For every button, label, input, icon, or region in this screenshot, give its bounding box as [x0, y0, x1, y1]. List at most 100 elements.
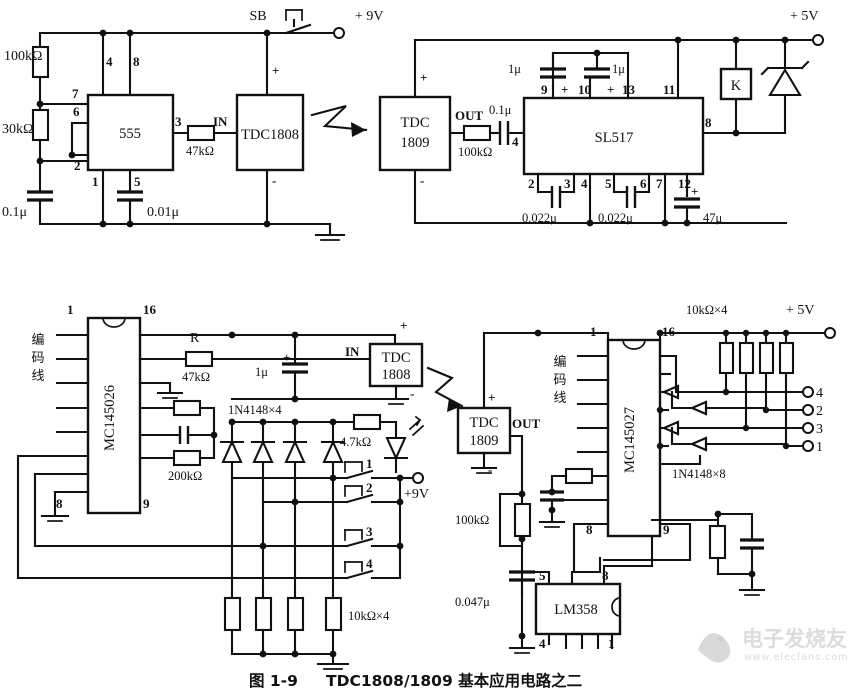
- chip-tdc1809-line1: TDC: [470, 415, 499, 431]
- junction-dot: [291, 650, 299, 658]
- label-r47k: 47kΩ: [182, 370, 210, 384]
- resistor-100k-bottom: [513, 502, 532, 538]
- chip-tdc1808-bottom: [368, 342, 424, 388]
- code-line-label-left-ch2: 码: [31, 351, 44, 366]
- pin-label-5: 5: [539, 568, 546, 583]
- port-label-out: OUT: [512, 416, 541, 431]
- label-supply-5v: + 5V: [790, 9, 819, 24]
- chip-tdc1809-line2: 1809: [470, 433, 499, 449]
- polarity-plus: +: [400, 318, 407, 333]
- switch-label-4: 4: [366, 556, 373, 571]
- pin-label-4: 4: [512, 134, 519, 149]
- label-r30k: 30kΩ: [2, 122, 33, 137]
- pin-label-12: 12: [678, 176, 691, 191]
- label-c47u: 47μ: [703, 211, 723, 225]
- switch-bank-left[interactable]: 1 2 3 4: [230, 456, 404, 580]
- led-ir: [385, 436, 407, 461]
- code-line-label-right-ch2: 码: [553, 373, 566, 388]
- polarity-minus: -: [420, 173, 424, 188]
- switch-label-2: 2: [366, 480, 373, 495]
- switch-label-1: 1: [366, 456, 373, 471]
- pin-label-8: 8: [705, 115, 712, 130]
- code-line-label-left-ch1: 编: [31, 333, 44, 348]
- junction-dot: [126, 29, 134, 37]
- pin-label-5: 5: [605, 176, 612, 191]
- pin-label-1: 1: [92, 174, 99, 189]
- pin-label-11: 11: [663, 82, 675, 97]
- label-sb: SB: [249, 9, 266, 24]
- pin-label-9: 9: [541, 82, 548, 97]
- label-supply-9v: + 9V: [355, 9, 384, 24]
- pin-label-9: 9: [143, 496, 150, 511]
- label-c1u-a: 1μ: [508, 62, 521, 76]
- pin-label-2: 2: [528, 176, 535, 191]
- code-line-label-right-ch1: 编: [553, 355, 566, 370]
- chip-tdc1808-line2: 1808: [382, 367, 411, 383]
- resistor-47k: [186, 124, 216, 142]
- junction-dot: [683, 219, 691, 227]
- terminal-9v-bottom: [412, 472, 424, 484]
- chip-tdc1808: [235, 93, 305, 172]
- pin-label-8: 8: [586, 522, 593, 537]
- code-line-label-right-ch3: 线: [553, 391, 566, 406]
- label-r100k-bottom: 100kΩ: [455, 513, 489, 527]
- junction-dot: [68, 151, 76, 159]
- output-label-4: 4: [816, 386, 823, 401]
- polarity-plus: +: [607, 82, 614, 97]
- pin-label-13: 13: [622, 82, 636, 97]
- chip-lm358-label: LM358: [554, 602, 598, 618]
- label-c0p01u: 0.01μ: [147, 205, 179, 220]
- chip-tdc1808-line1: TDC: [382, 350, 411, 366]
- label-r4k7: 4.7kΩ: [340, 435, 371, 449]
- chip-mc145026: [86, 316, 142, 515]
- zener-diode: [768, 67, 802, 97]
- resistor-4k7: [352, 413, 382, 431]
- code-line-label-left-ch3: 线: [31, 369, 44, 384]
- chip-mc145027: [606, 338, 662, 538]
- label-supply-5v-bottom: + 5V: [786, 303, 815, 318]
- chip-lm358: [534, 582, 622, 636]
- resistor-100k-out: [462, 124, 492, 142]
- chip-tdc1809-bottom: [456, 406, 512, 455]
- pin-label-9: 9: [663, 522, 670, 537]
- polarity-plus: +: [488, 390, 495, 405]
- watermark-url: www.elecfans.com: [744, 652, 848, 663]
- watermark-text: 电子发烧友: [742, 627, 847, 651]
- pin-label-7: 7: [656, 176, 663, 191]
- output-label-2: 2: [816, 404, 823, 419]
- pin-label-6: 6: [640, 176, 647, 191]
- label-diodes-1n4148x8: 1N4148×8: [672, 467, 726, 481]
- pin-label-8: 8: [56, 496, 63, 511]
- resistor-30k: [31, 108, 50, 142]
- label-pullups-left: 10kΩ×4: [348, 609, 390, 623]
- label-c1u: 1μ: [255, 365, 268, 379]
- label-r: R: [190, 331, 200, 346]
- pin-label-1: 1: [590, 324, 597, 339]
- junction-dot: [661, 219, 669, 227]
- label-r200k: 200kΩ: [168, 469, 202, 483]
- resistor-r-47k: [184, 350, 214, 368]
- label-diodes-1n4148x4: 1N4148×4: [228, 403, 282, 417]
- port-label-in: IN: [213, 114, 228, 129]
- label-c0p022u-a: 0.022μ: [522, 211, 557, 225]
- polarity-plus: +: [272, 63, 279, 78]
- polarity-minus: -: [410, 386, 414, 401]
- label-c0p047u: 0.047μ: [455, 595, 490, 609]
- terminal-5v: [812, 34, 824, 46]
- figure-bottom-caption-number: 图 1-9: [249, 672, 298, 690]
- junction-dot: [263, 29, 271, 37]
- terminal-5v-bottom: [824, 327, 836, 339]
- label-c1u-b: 1μ: [612, 62, 625, 76]
- resistor-timing-right: [564, 467, 594, 485]
- pin-label-4: 4: [539, 636, 546, 651]
- pin-label-2: 2: [74, 158, 81, 173]
- relay-k-label: K: [731, 78, 742, 94]
- chip-tdc1809: [378, 95, 452, 172]
- pin-label-7: 7: [72, 86, 79, 101]
- diode-array-left: [219, 420, 346, 580]
- pin-label-8: 8: [133, 54, 140, 69]
- ir-arrow-icon: [351, 122, 366, 137]
- polarity-plus: +: [283, 350, 290, 365]
- chip-tdc1808-label: TDC1808: [241, 127, 299, 143]
- resistor-timing-1: [172, 399, 202, 417]
